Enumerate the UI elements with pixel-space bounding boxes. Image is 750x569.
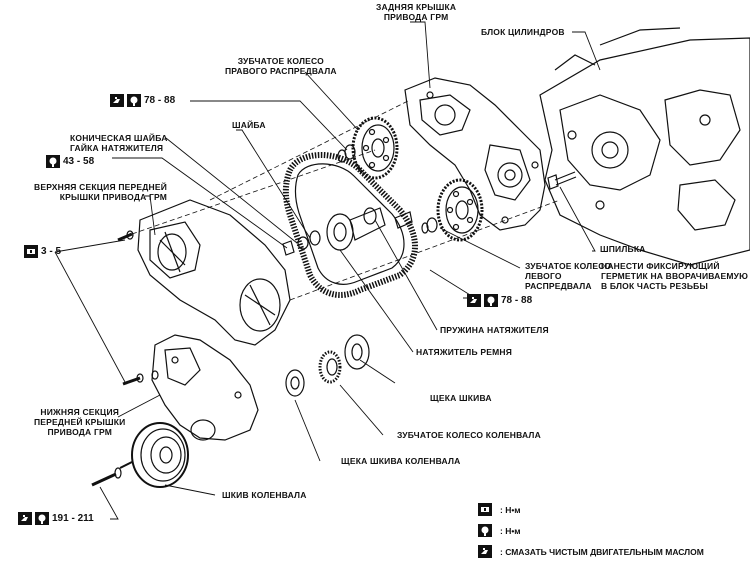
torque-value: 191 - 211 [52, 513, 94, 524]
crank-gear-drawing [285, 334, 370, 397]
oil-can-icon [467, 294, 481, 307]
label-right-cam-gear: ЗУБЧАТОЕ КОЛЕСО ПРАВОГО РАСПРЕДВАЛА [225, 56, 337, 76]
label-belt-tensioner: НАТЯЖИТЕЛЬ РЕМНЯ [416, 347, 512, 357]
legend-text: : Н•м [500, 525, 521, 536]
label-conical-washer: КОНИЧЕСКАЯ ШАЙБА [70, 133, 168, 143]
label-tensioner-nut: ГАЙКА НАТЯЖИТЕЛЯ [70, 143, 164, 153]
label-sealant-note: НАНЕСТИ ФИКСИРУЮЩИЙ ГЕРМЕТИК НА ВВОРАЧИВ… [601, 261, 749, 291]
left-cam-gear-drawing [421, 178, 484, 242]
stud-drawing [547, 171, 577, 190]
label-stud: ШПИЛЬКА [600, 244, 646, 254]
right-cam-gear-drawing [337, 116, 399, 180]
wrench-icon [46, 155, 60, 168]
tensioner-drawing [326, 207, 413, 251]
legend-row-wrench: : Н•м [478, 524, 521, 537]
label-crank-pulley: ШКИВ КОЛЕНВАЛА [222, 490, 307, 500]
torque-value: 78 - 88 [144, 95, 176, 106]
torque-value: 3 - 5 [41, 246, 62, 257]
legend-text: : СМАЗАТЬ ЧИСТЫМ ДВИГАТЕЛЬНЫМ МАСЛОМ [500, 546, 704, 557]
torque-value: 78 - 88 [501, 295, 533, 306]
oil-can-icon [18, 512, 32, 525]
label-lower-front-cover: НИЖНЯЯ СЕКЦИЯ ПЕРЕДНЕЙ КРЫШКИ ПРИВОДА ГР… [34, 407, 126, 437]
legend-text: : Н•м [500, 504, 521, 515]
oil-can-icon [110, 94, 124, 107]
crank-pulley-drawing [91, 422, 189, 488]
cover-bolts-drawing [117, 230, 159, 386]
upper-front-cover-drawing [137, 199, 291, 346]
wrench-icon [478, 524, 492, 537]
lower-front-cover-drawing [151, 334, 259, 441]
label-left-cam-gear: ЗУБЧАТОЕ КОЛЕСО ЛЕВОГО РАСПРЕДВАЛА [525, 261, 612, 291]
rear-timing-cover-drawing [404, 77, 546, 231]
tensioner-hardware-drawing [282, 230, 321, 256]
label-pulley-flange: ЩЕКА ШКИВА [430, 393, 492, 403]
torque-cam-bolt: 78 - 88 [110, 94, 175, 107]
torque-crank-bolt: 191 - 211 [18, 512, 94, 525]
torque-cover-bolts: 3 - 5 [24, 245, 61, 258]
legend-row-oil: : СМАЗАТЬ ЧИСТЫМ ДВИГАТЕЛЬНЫМ МАСЛОМ [478, 545, 704, 558]
torque-tensioner-nut: 43 - 58 [46, 155, 94, 168]
wrench-icon [484, 294, 498, 307]
label-cylinder-block: БЛОК ЦИЛИНДРОВ [481, 27, 565, 37]
label-upper-front-cover: ВЕРХНЯЯ СЕКЦИЯ ПЕРЕДНЕЙ КРЫШКИ ПРИВОДА Г… [34, 182, 168, 202]
construction-lines [131, 99, 561, 301]
wrench-icon [127, 94, 141, 107]
label-crank-pulley-flange: ЩЕКА ШКИВА КОЛЕНВАЛА [341, 456, 461, 466]
label-tensioner-spring: ПРУЖИНА НАТЯЖИТЕЛЯ [440, 325, 549, 335]
label-crank-gear: ЗУБЧАТОЕ КОЛЕСО КОЛЕНВАЛА [397, 430, 541, 440]
leader-lines [54, 21, 601, 520]
torque-wrench-icon [24, 245, 38, 258]
label-washer: ШАЙБА [232, 120, 266, 130]
torque-left-cam-bolt: 78 - 88 [467, 294, 532, 307]
legend-row-torque-wrench: : Н•м [478, 503, 521, 516]
label-rear-cover: ЗАДНЯЯ КРЫШКА ПРИВОДА ГРМ [376, 2, 457, 22]
oil-can-icon [478, 545, 492, 558]
torque-wrench-icon [478, 503, 492, 516]
torque-value: 43 - 58 [63, 156, 95, 167]
cylinder-block-drawing [539, 27, 750, 266]
timing-belt-drawing [282, 152, 418, 298]
wrench-icon [35, 512, 49, 525]
